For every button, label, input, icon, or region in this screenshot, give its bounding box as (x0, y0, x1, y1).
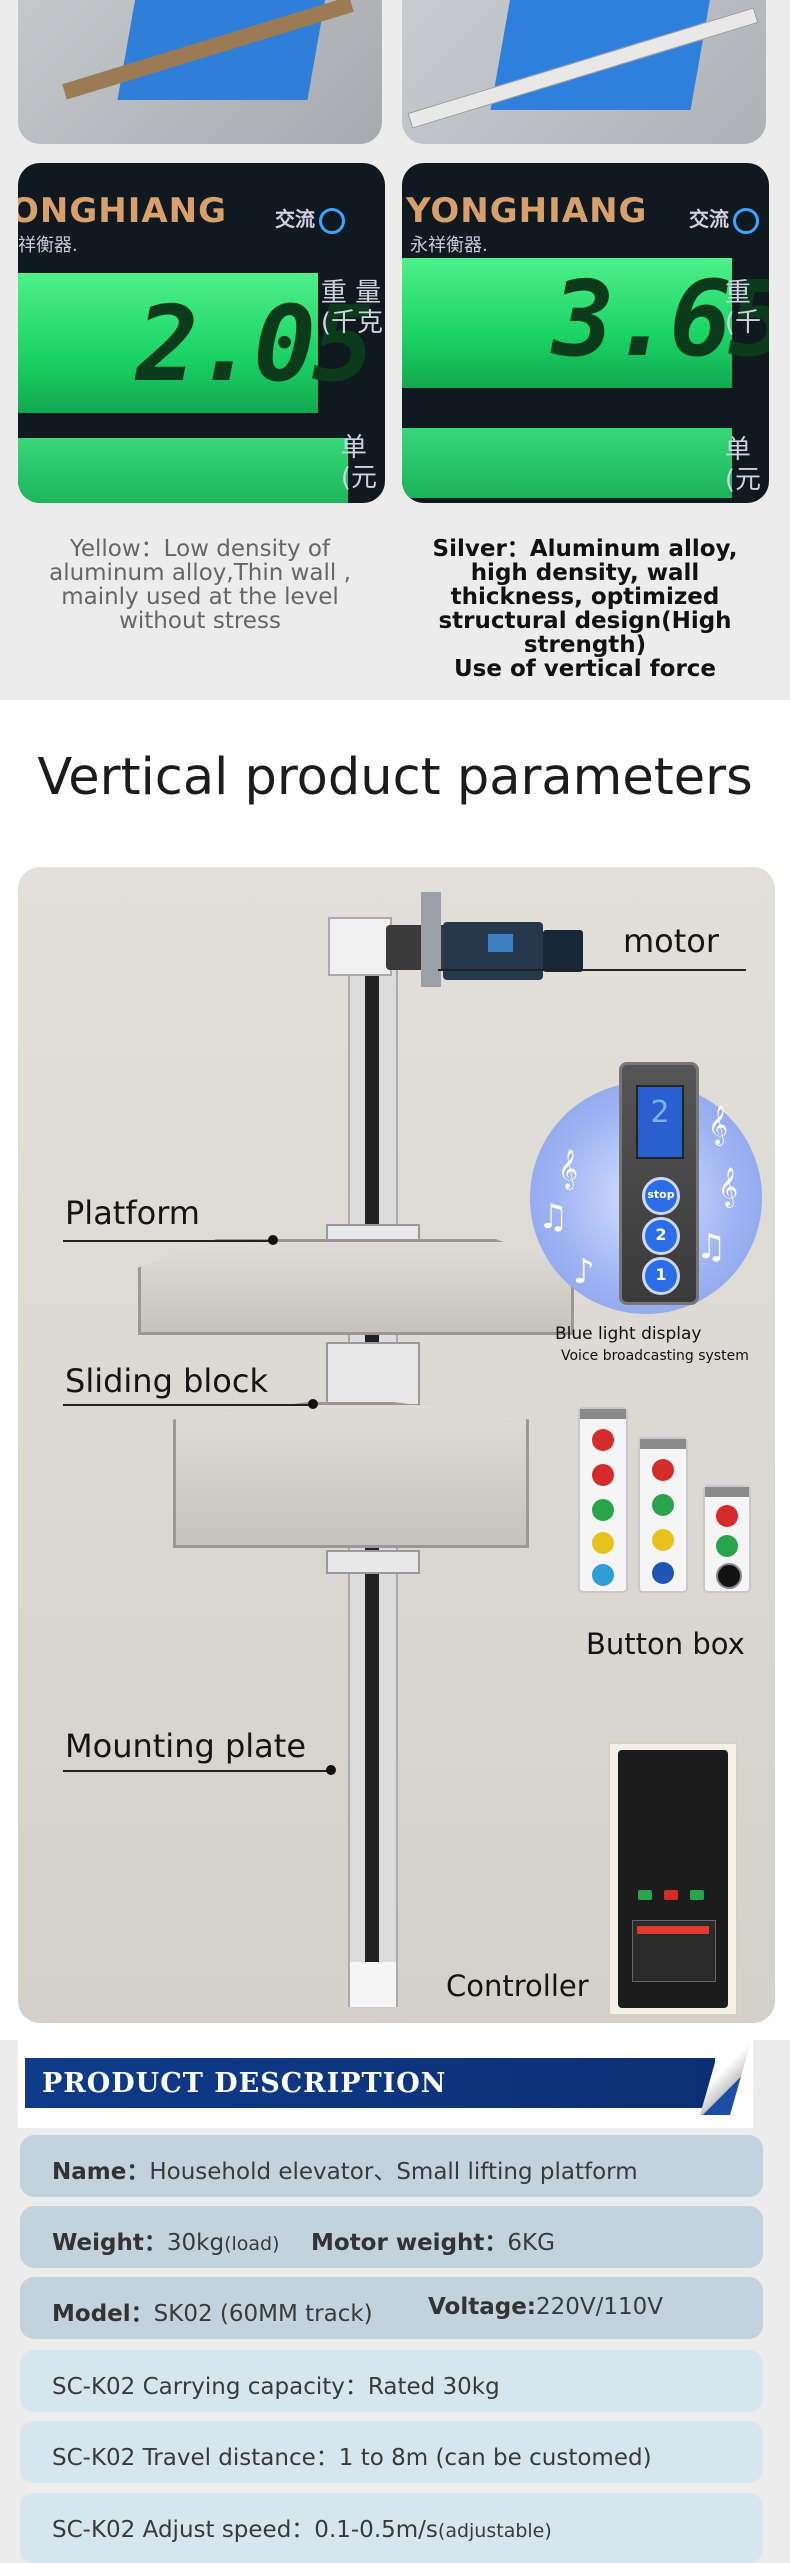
controller-device (608, 1742, 738, 2016)
spec-row-name: Name：Household elevator、Small lifting pl… (20, 2135, 763, 2197)
red-lamp (592, 1429, 614, 1451)
mounting-plate-marker (326, 1765, 336, 1775)
slider-clamp (326, 1342, 420, 1406)
motor-flange (421, 892, 441, 987)
floor-2-button[interactable]: 2 (642, 1217, 680, 1255)
platform-tray (138, 1239, 574, 1335)
yellow-lamp (652, 1529, 674, 1551)
description-strip: PRODUCT DESCRIPTION (25, 2058, 715, 2108)
platform-marker (268, 1235, 278, 1245)
spec-row-travel: SC-K02 Travel distance：1 to 8m (can be c… (20, 2421, 763, 2483)
vertical-diagram: motor Platform Sliding block Mounting pl… (18, 867, 775, 2023)
red-lamp (716, 1505, 738, 1527)
controller-label: Controller (446, 1969, 589, 2003)
motor-leader (438, 969, 746, 971)
blue-light-label: Blue light display (555, 1324, 702, 1344)
section-title: Vertical product parameters (37, 748, 753, 807)
music-note-icon: ♫ (696, 1227, 727, 1267)
yellow-track-photo (18, 0, 382, 144)
sliding-block-marker (308, 1399, 318, 1409)
motor-mount (328, 917, 392, 976)
music-note-icon: 𝄞 (708, 1105, 729, 1145)
green-lamp (716, 1535, 738, 1557)
yellow-lamp (592, 1532, 614, 1554)
silver-track-photo (402, 0, 766, 144)
scale-brand: YONGHIANG (406, 191, 648, 231)
button-box-label: Button box (586, 1627, 745, 1661)
yellow-caption: Yellow：Low density of aluminum alloy,Thi… (49, 536, 351, 634)
blue-lamp (592, 1564, 614, 1586)
scale-ac-label: 交流 (275, 203, 345, 234)
motor-endcap (543, 930, 583, 972)
unit-label: 重(千 (724, 278, 761, 338)
lcd-display (18, 273, 318, 413)
scale-photo-left: ONGHIANG 祥衡器. 交流 2.05 重 量(千克 单(元 (18, 163, 385, 503)
unit-label: 重 量(千克 (320, 278, 383, 338)
scale-brand: ONGHIANG (18, 191, 228, 231)
blue-lamp (652, 1562, 674, 1584)
elevator-display-panel: 2 stop 2 1 (619, 1062, 699, 1305)
track-foot (350, 1962, 396, 2007)
warning-label (632, 1920, 716, 1982)
floor-1-button[interactable]: 1 (642, 1257, 680, 1295)
scale-photo-right: YONGHIANG 永祥衡器. 交流 3.65 重(千 单(元 (402, 163, 769, 503)
button-box-3 (703, 1485, 751, 1593)
lcd-display-lower (402, 428, 732, 498)
green-lamp (592, 1499, 614, 1521)
sliding-block-tray (173, 1402, 529, 1548)
music-note-icon: ♫ (538, 1197, 569, 1237)
black-lamp (716, 1563, 742, 1589)
red-lamp (592, 1464, 614, 1486)
motor-housing (443, 922, 543, 980)
spec-row-weight: Weight：30kg(load) Motor weight：6KG (20, 2206, 763, 2268)
spec-row-model: Model：SK02 (60MM track) Voltage:220V/110… (20, 2277, 763, 2339)
music-note-icon: ♪ (573, 1252, 595, 1292)
scale-cn-brand: 永祥衡器. (410, 235, 488, 256)
button-box-5 (578, 1407, 628, 1593)
stop-button[interactable]: stop (642, 1177, 680, 1215)
spec-row-speed: SC-K02 Adjust speed：0.1-0.5m/s(adjustabl… (20, 2493, 763, 2563)
lower-clamp (326, 1550, 420, 1574)
silver-caption: Silver：Aluminum alloy, high density, wal… (432, 536, 738, 682)
scale-reading: 2.05 (136, 283, 374, 405)
music-note-icon: 𝄞 (558, 1149, 579, 1189)
button-box-4 (638, 1437, 688, 1593)
sliding-block-leader (63, 1404, 313, 1406)
platform-label: Platform (65, 1194, 200, 1232)
lcd-display-lower (18, 438, 348, 503)
sliding-block-label: Sliding block (65, 1362, 268, 1400)
platform-leader (63, 1240, 273, 1242)
voice-label: Voice broadcasting system (561, 1348, 749, 1364)
floor-display: 2 (636, 1085, 684, 1159)
red-lamp (652, 1459, 674, 1481)
lcd-display (402, 258, 732, 388)
unit-label-lower: 单(元 (724, 435, 761, 495)
scale-reading: 3.65 (552, 258, 769, 380)
mounting-plate-label: Mounting plate (65, 1727, 306, 1765)
spec-row-capacity: SC-K02 Carrying capacity：Rated 30kg (20, 2350, 763, 2412)
unit-label-lower: 单(元 (340, 433, 377, 493)
description-title: PRODUCT DESCRIPTION (42, 2068, 447, 2099)
mounting-plate-leader (63, 1770, 331, 1772)
music-note-icon: 𝄞 (718, 1167, 739, 1207)
scale-cn-brand: 祥衡器. (18, 235, 78, 256)
scale-ac-label: 交流 (689, 203, 759, 234)
green-lamp (652, 1494, 674, 1516)
motor-label: motor (623, 922, 720, 960)
